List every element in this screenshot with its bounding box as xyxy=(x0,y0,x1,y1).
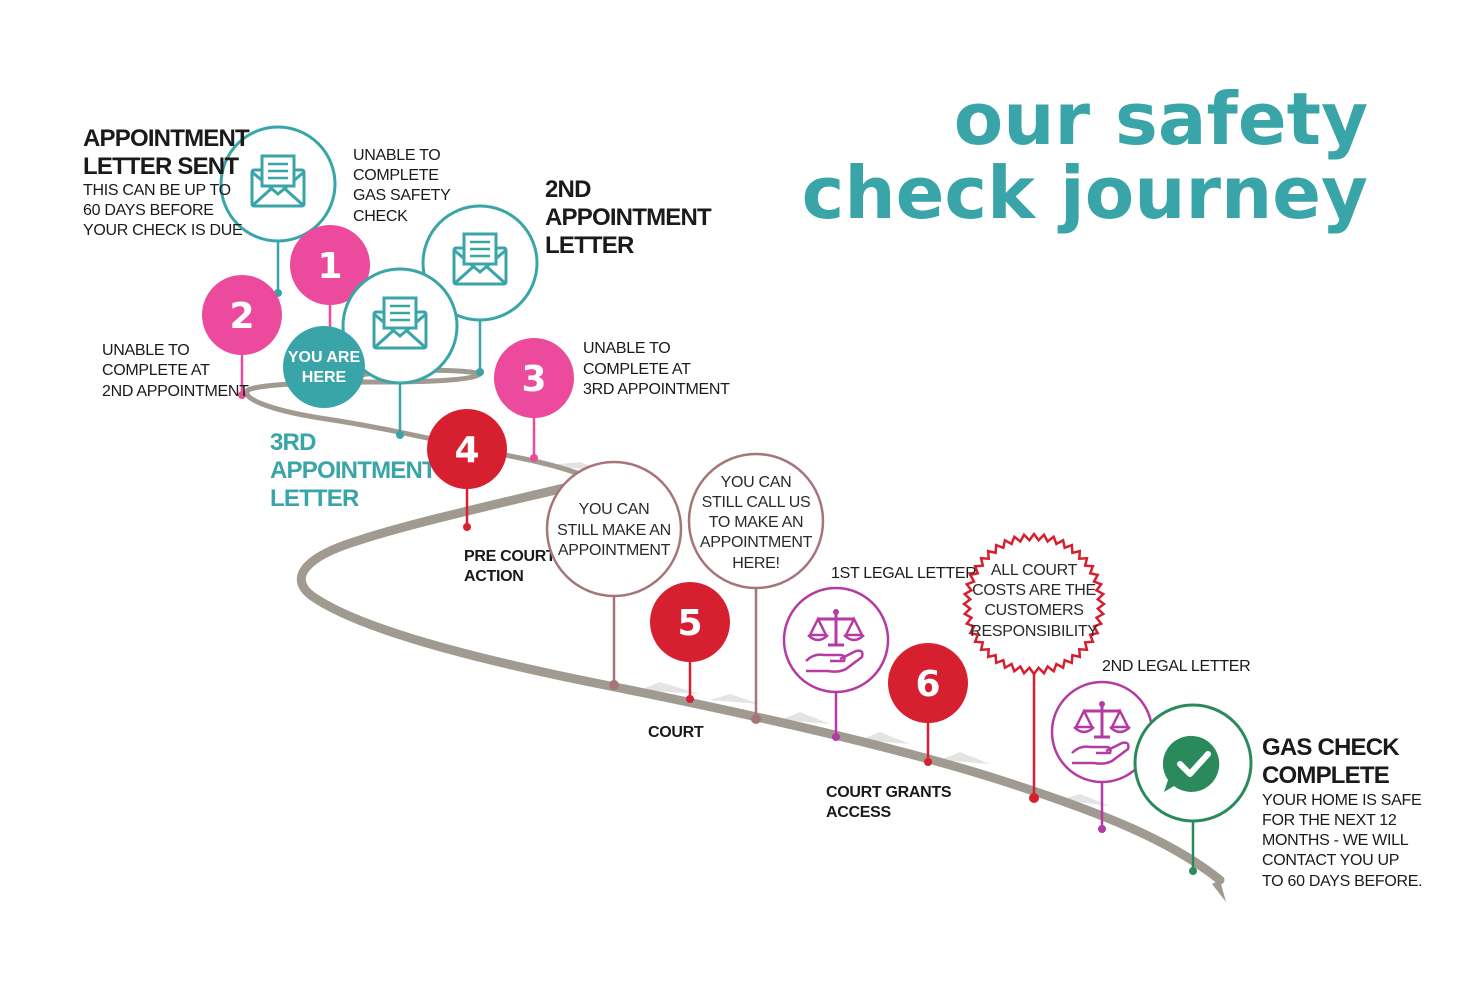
appointment-heading-line-2: LETTER SENT xyxy=(83,153,239,180)
step-2-number: 2 xyxy=(229,296,254,337)
step-3-marker: 3 xyxy=(494,338,574,462)
court-grants-text: COURT GRANTS ACCESS xyxy=(826,784,952,821)
second-letter-line-1: 2ND xyxy=(545,176,591,203)
still-call-line-2: STILL CALL US xyxy=(702,494,811,511)
still-call-line-5: HERE! xyxy=(732,555,779,572)
third-letter-text: 3RD APPOINTMENT LETTER xyxy=(270,429,438,512)
unable-first-line-2: COMPLETE xyxy=(353,167,439,184)
court-grants-line-1: COURT GRANTS xyxy=(826,784,952,801)
complete-heading-line-2: COMPLETE xyxy=(1262,762,1390,789)
unable-second-line-2: COMPLETE AT xyxy=(102,362,210,379)
still-make-line-1: YOU CAN xyxy=(579,501,650,518)
court-costs-line-3: CUSTOMERS xyxy=(984,602,1083,619)
unable-third-line-3: 3RD APPOINTMENT xyxy=(583,381,730,398)
pre-court-line-1: PRE COURT xyxy=(464,548,556,565)
complete-marker xyxy=(1133,703,1253,875)
complete-body-line-1: YOUR HOME IS SAFE xyxy=(1262,792,1421,809)
appointment-letter-sent-text: APPOINTMENT LETTER SENT THIS CAN BE UP T… xyxy=(83,125,251,239)
unable-second-line-3: 2ND APPOINTMENT xyxy=(102,383,249,400)
second-letter-line-3: LETTER xyxy=(545,232,634,259)
step-5-marker: 5 xyxy=(650,582,730,703)
second-legal-label: 2ND LEGAL LETTER xyxy=(1102,658,1250,675)
complete-body-line-4: CONTACT YOU UP xyxy=(1262,852,1399,869)
court-costs-line-2: COSTS ARE THE xyxy=(972,582,1096,599)
third-letter-line-1: 3RD xyxy=(270,429,316,456)
you-are-here-line-1: YOU ARE xyxy=(288,349,361,366)
title-line-2: check journey xyxy=(802,151,1368,235)
unable-first-line-3: GAS SAFETY xyxy=(353,187,451,204)
complete-heading-line-1: GAS CHECK xyxy=(1262,734,1400,761)
pre-court-text: PRE COURT ACTION xyxy=(464,548,556,585)
appointment-heading-line-1: APPOINTMENT xyxy=(83,125,250,152)
step-1-marker: 1 xyxy=(290,225,370,330)
still-call-marker: YOU CAN STILL CALL US TO MAKE AN APPOINT… xyxy=(687,452,825,724)
step-2-marker: 2 xyxy=(202,275,282,399)
first-legal-label: 1ST LEGAL LETTER xyxy=(831,565,976,582)
still-call-line-1: YOU CAN xyxy=(721,474,792,491)
third-letter-line-3: LETTER xyxy=(270,485,359,512)
appointment-letter-sent-marker xyxy=(219,125,337,297)
you-are-here-marker: YOU ARE HERE xyxy=(283,326,365,408)
unable-second-line-1: UNABLE TO xyxy=(102,342,189,359)
still-make-line-3: APPOINTMENT xyxy=(558,542,671,559)
unable-third-line-1: UNABLE TO xyxy=(583,340,670,357)
step-4-marker: 4 xyxy=(427,409,507,531)
unable-second-text: UNABLE TO COMPLETE AT 2ND APPOINTMENT xyxy=(102,342,249,400)
appointment-body-line-1: THIS CAN BE UP TO xyxy=(83,182,231,199)
court-label: COURT xyxy=(648,724,704,741)
court-costs-line-1: ALL COURT xyxy=(991,562,1078,579)
pre-court-line-2: ACTION xyxy=(464,568,524,585)
step-5-number: 5 xyxy=(677,603,702,644)
complete-body-line-2: FOR THE NEXT 12 xyxy=(1262,812,1397,829)
unable-first-text: UNABLE TO COMPLETE GAS SAFETY CHECK xyxy=(353,147,451,225)
unable-third-line-2: COMPLETE AT xyxy=(583,361,691,378)
title-line-1: our safety xyxy=(954,77,1368,161)
appointment-body-line-2: 60 DAYS BEFORE xyxy=(83,202,214,219)
unable-third-text: UNABLE TO COMPLETE AT 3RD APPOINTMENT xyxy=(583,340,730,398)
third-letter-marker xyxy=(341,267,459,439)
complete-body-line-5: TO 60 DAYS BEFORE. xyxy=(1262,873,1422,890)
court-costs-marker: ALL COURT COSTS ARE THE CUSTOMERS RESPON… xyxy=(961,531,1107,803)
step-3-number: 3 xyxy=(521,359,546,400)
still-call-line-4: APPOINTMENT xyxy=(700,534,813,551)
first-legal-marker xyxy=(782,586,890,741)
court-grants-line-2: ACCESS xyxy=(826,804,892,821)
check-bubble-icon xyxy=(1162,735,1220,792)
you-are-here-line-2: HERE xyxy=(302,369,347,386)
step-4-number: 4 xyxy=(454,430,479,471)
third-letter-line-2: APPOINTMENT xyxy=(270,457,437,484)
second-letter-text: 2ND APPOINTMENT LETTER xyxy=(545,176,713,259)
complete-body-line-3: MONTHS - WE WILL xyxy=(1262,832,1409,849)
second-letter-line-2: APPOINTMENT xyxy=(545,204,712,231)
step-6-number: 6 xyxy=(915,664,940,705)
step-1-number: 1 xyxy=(317,246,342,287)
complete-text: GAS CHECK COMPLETE YOUR HOME IS SAFE FOR… xyxy=(1262,734,1423,890)
still-make-marker: YOU CAN STILL MAKE AN APPOINTMENT xyxy=(545,460,683,690)
second-letter-marker xyxy=(421,204,539,376)
still-make-line-2: STILL MAKE AN xyxy=(557,522,671,539)
step-6-marker: 6 xyxy=(888,643,968,766)
court-costs-line-4: RESPONSIBILITY xyxy=(970,623,1098,640)
still-call-line-3: TO MAKE AN xyxy=(709,514,804,531)
seal-badge xyxy=(961,531,1107,677)
unable-first-line-4: CHECK xyxy=(353,208,408,225)
unable-first-line-1: UNABLE TO xyxy=(353,147,440,164)
appointment-body-line-3: YOUR CHECK IS DUE xyxy=(83,222,242,239)
